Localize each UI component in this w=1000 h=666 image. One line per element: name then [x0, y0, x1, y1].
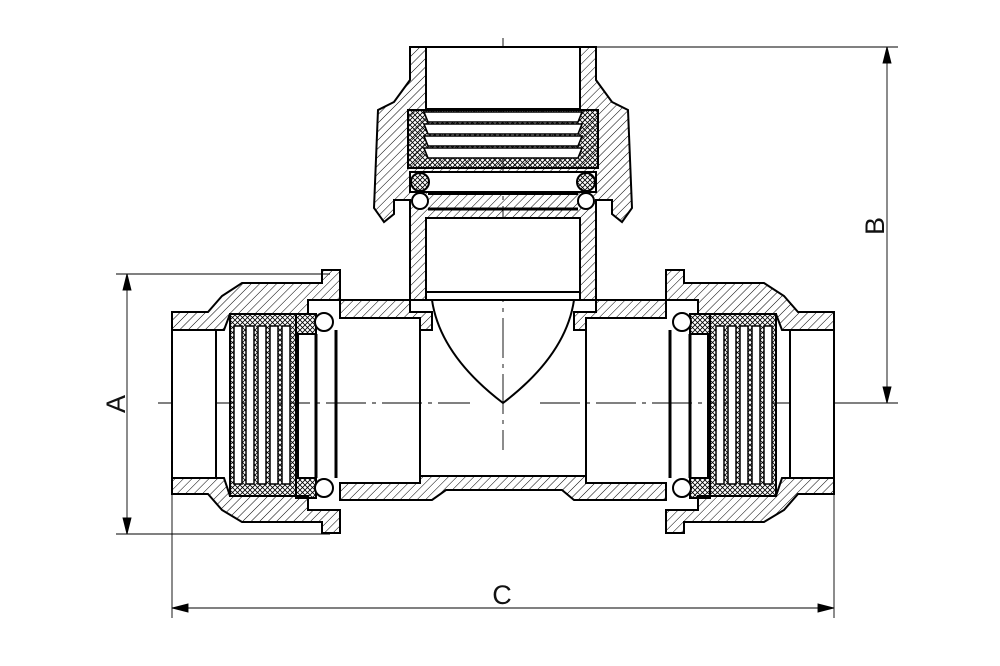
branch-union [372, 46, 634, 405]
dimension-a-label: A [101, 395, 131, 413]
dimension-b [596, 46, 898, 404]
left-union [171, 269, 341, 534]
dimension-c-label: C [492, 580, 512, 610]
dimension-a [116, 273, 330, 535]
right-union [665, 269, 835, 534]
dimension-c [171, 494, 835, 618]
dimension-b-label: B [860, 217, 890, 235]
tee-body [339, 299, 667, 501]
